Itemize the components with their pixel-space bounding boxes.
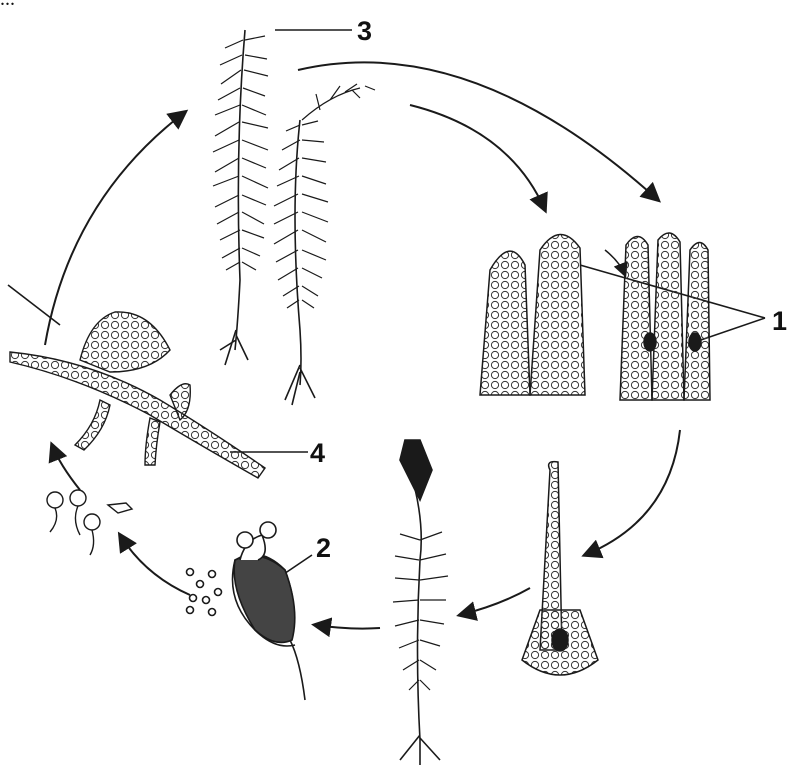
leader-lines xyxy=(8,30,765,580)
arrow-left-upper xyxy=(45,112,185,345)
gametophyte-plants xyxy=(213,30,375,405)
protonema xyxy=(10,312,265,478)
label-2: 2 xyxy=(316,533,331,563)
arrow-left xyxy=(52,445,80,490)
arrow-top xyxy=(298,62,658,200)
label-4: 4 xyxy=(310,438,325,468)
arrow-lower-right xyxy=(460,588,530,615)
label-3: 3 xyxy=(357,16,372,46)
arrow-bottom xyxy=(315,625,380,629)
young-sporophyte xyxy=(522,462,598,675)
capsule xyxy=(187,522,306,700)
gametangia xyxy=(480,233,710,400)
arrow-top-inner xyxy=(410,105,545,210)
arrow-right xyxy=(585,430,680,555)
arrow-spore-dash xyxy=(605,250,625,275)
arrow-lower-left xyxy=(120,535,190,595)
germinating-spores xyxy=(47,490,132,555)
sporophyte-on-gametophyte xyxy=(393,440,448,765)
label-1: 1 xyxy=(772,306,787,336)
